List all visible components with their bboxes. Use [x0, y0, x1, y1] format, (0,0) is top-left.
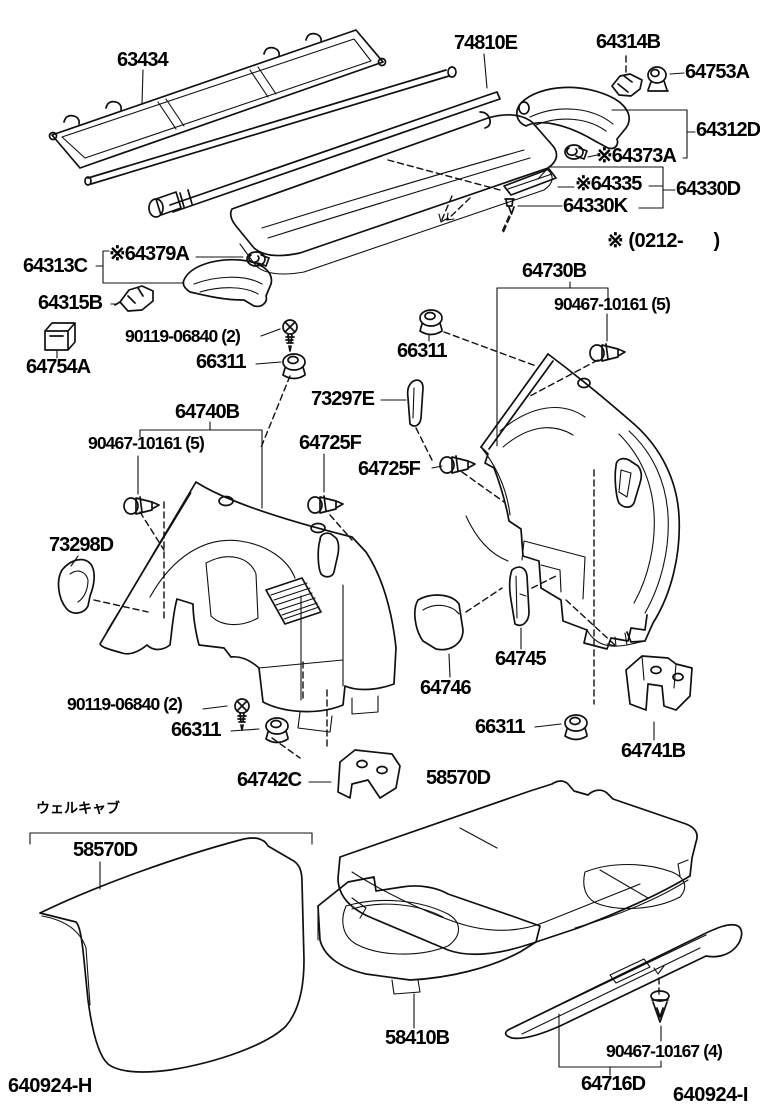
bracket-64741b-drawing [625, 655, 693, 741]
strip-64335-drawing [503, 168, 557, 196]
callout-64315b[interactable]: 64315B [38, 292, 103, 314]
callout-90119-06840-b[interactable]: 90119-06840 (2) [67, 694, 183, 714]
callout-64741b[interactable]: 64741B [621, 740, 686, 762]
frame-63434-drawing [48, 29, 457, 186]
callout-64742c[interactable]: 64742C [237, 769, 302, 791]
callout-63434[interactable]: 63434 [117, 49, 169, 71]
variant-heading-wellcab: ウェルキャブ [36, 800, 120, 816]
garnish-64312d-drawing [516, 86, 630, 150]
callout-66311-a[interactable]: 66311 [196, 351, 247, 373]
callout-58410b[interactable]: 58410B [385, 1027, 450, 1049]
bracket-64314b-drawing [611, 55, 643, 97]
callout-64725f-b[interactable]: 64725F [358, 458, 421, 480]
callout-64312d[interactable]: 64312D [696, 119, 760, 141]
callout-64746[interactable]: 64746 [420, 677, 472, 699]
callout-64314b[interactable]: 64314B [596, 31, 661, 53]
callout-66311-c[interactable]: 66311 [475, 716, 526, 738]
callout-64313c[interactable]: 64313C [23, 255, 88, 277]
callout-73297e[interactable]: 73297E [311, 388, 375, 410]
callout-64730b[interactable]: 64730B [522, 260, 587, 282]
callout-64716d[interactable]: 64716D [581, 1073, 646, 1095]
clip-90467-10161-icon-b [123, 496, 160, 515]
cover-64746-drawing [413, 594, 464, 678]
leader-lines-64330-group [517, 166, 676, 209]
deck-board-58570d-drawing [337, 780, 698, 956]
trim-panel-64730b-drawing [443, 331, 681, 705]
callout-64725f-a[interactable]: 64725F [299, 432, 362, 454]
callout-64335[interactable]: ※64335 [575, 173, 642, 195]
grommet-66311-icon-b [419, 309, 443, 336]
strip-73297e-drawing [406, 379, 505, 503]
pin-64330k-drawing [502, 198, 515, 234]
clip-64315b-drawing [114, 285, 154, 312]
clip-64753a-icon [647, 66, 669, 92]
leader-lines-64716d-group [558, 1013, 662, 1076]
figure-code-right: 640924-I [673, 1084, 748, 1106]
cover-64313c-drawing [182, 258, 273, 308]
leader-lines-64730b-group [428, 281, 609, 447]
screw-90119-icon-a [282, 319, 298, 352]
wellcab-mat-58570d-drawing [39, 837, 305, 1073]
callout-90467-10161-a[interactable]: 90467-10161 (5) [554, 294, 671, 314]
callout-66311-d[interactable]: 66311 [171, 719, 222, 741]
callout-64330d[interactable]: 64330D [676, 178, 741, 200]
callout-90467-10161-b[interactable]: 90467-10161 (5) [88, 433, 205, 453]
cover-73298d-drawing [57, 555, 96, 614]
bracket-64742c-drawing [337, 749, 401, 799]
leader-lines-73297e-group [380, 399, 443, 469]
screw-90119-icon-b [234, 698, 250, 731]
callout-64754a[interactable]: 64754A [26, 356, 91, 378]
callout-64373a[interactable]: ※64373A [596, 145, 677, 167]
callout-90467-10167[interactable]: 90467-10167 (4) [606, 1041, 723, 1061]
deck-tray-under-board-drawing [574, 863, 689, 929]
callout-64330k[interactable]: 64330K [563, 195, 628, 217]
sill-plate-64716d-drawing [504, 923, 743, 1040]
grommet-66311-icon-a [282, 353, 306, 380]
clip-90467-10167-icon [650, 990, 670, 1023]
leader-lines-64740b-group [137, 421, 325, 509]
box-64754a-drawing [44, 322, 76, 351]
callout-58570d-a[interactable]: 58570D [426, 767, 491, 789]
callout-73298d[interactable]: 73298D [49, 534, 114, 556]
callout-64745[interactable]: 64745 [495, 648, 547, 670]
clip-64725f-icon-b [439, 455, 476, 474]
figure-code-left: 640924-H [8, 1075, 92, 1097]
callout-64753a[interactable]: 64753A [685, 61, 750, 83]
leader-lines-64312d-group [587, 109, 696, 159]
production-note: ※ (0212- ) [607, 230, 720, 252]
deck-floor-box-58410b-drawing [317, 876, 541, 1029]
callout-90119-06840-a[interactable]: 90119-06840 (2) [125, 326, 241, 346]
leader-lines-bottom-middle-group [202, 705, 562, 783]
callout-58570d-b[interactable]: 58570D [73, 839, 138, 861]
top-leader-lines-group [141, 53, 685, 105]
clip-64373a-icon [564, 144, 588, 160]
trim-panel-64740b-drawing [93, 481, 397, 759]
clip-64725f-icon-a [307, 495, 344, 514]
grommet-66311-icon-d [265, 717, 289, 744]
wellcab-bracket-group [29, 832, 313, 890]
callout-64379a[interactable]: ※64379A [109, 243, 190, 265]
callout-74810e[interactable]: 74810E [454, 32, 518, 54]
clip-90467-10161-icon-a [589, 343, 626, 362]
rod-74810e-drawing [148, 91, 501, 218]
package-tray-64330-drawing [229, 113, 558, 275]
cover-64745-drawing [465, 566, 557, 650]
callout-64740b[interactable]: 64740B [175, 401, 240, 423]
leader-lines-64313c-group [56, 250, 291, 451]
callout-66311-b[interactable]: 66311 [397, 340, 448, 362]
grommet-66311-icon-c [564, 714, 588, 741]
